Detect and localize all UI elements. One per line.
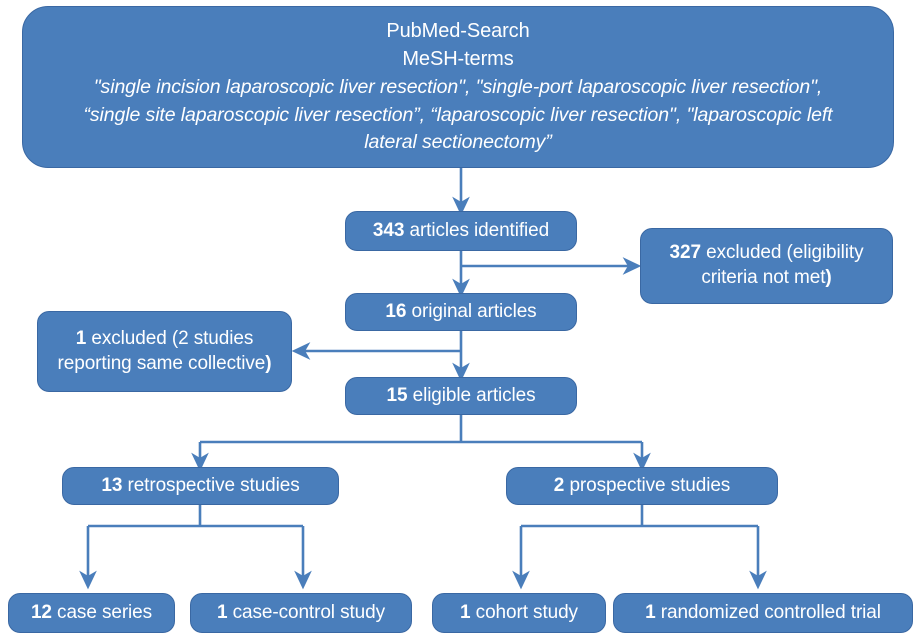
search-line-1: PubMed-Search bbox=[386, 20, 530, 43]
retrospective-label: retrospective studies bbox=[122, 475, 300, 497]
prospective-count: 2 bbox=[553, 475, 565, 497]
node-prospective-studies[interactable]: 2 prospective studies bbox=[506, 467, 778, 505]
node-case-control-study[interactable]: 1 case-control study bbox=[190, 593, 412, 633]
case-control-count: 1 bbox=[216, 602, 228, 624]
node-excluded-duplicate[interactable]: 1 excluded (2 studies reporting same col… bbox=[37, 311, 292, 392]
cohort-count: 1 bbox=[460, 602, 471, 624]
node-original-articles[interactable]: 16 original articles bbox=[345, 293, 577, 331]
excluded-duplicate-label: excluded (2 studies reporting same colle… bbox=[57, 327, 266, 374]
excluded-duplicate-count: 1 bbox=[75, 327, 87, 349]
articles-identified-label: articles identified bbox=[404, 220, 550, 242]
node-randomized-controlled-trial[interactable]: 1 randomized controlled trial bbox=[613, 593, 913, 633]
case-series-label: case series bbox=[51, 602, 153, 624]
node-articles-identified[interactable]: 343 articles identified bbox=[345, 211, 577, 251]
node-pubmed-search[interactable]: PubMed-Search MeSH-terms "single incisio… bbox=[22, 6, 894, 168]
search-line-4: “single site laparoscopic liver resectio… bbox=[83, 103, 833, 126]
rct-label: randomized controlled trial bbox=[655, 602, 881, 624]
node-case-series[interactable]: 12 case series bbox=[8, 593, 175, 633]
search-line-3: "single incision laparoscopic liver rese… bbox=[93, 75, 823, 98]
node-retrospective-studies[interactable]: 13 retrospective studies bbox=[62, 467, 339, 505]
node-eligible-articles[interactable]: 15 eligible articles bbox=[345, 377, 577, 415]
excluded-eligibility-tail: ) bbox=[825, 267, 832, 288]
excluded-eligibility-label: excluded (eligibility criteria not met bbox=[700, 242, 864, 288]
retrospective-count: 13 bbox=[101, 475, 123, 497]
eligible-articles-count: 15 bbox=[386, 385, 408, 407]
articles-identified-count: 343 bbox=[372, 220, 405, 242]
eligible-articles-label: eligible articles bbox=[407, 385, 536, 407]
case-series-count: 12 bbox=[30, 602, 52, 624]
original-articles-count: 16 bbox=[385, 301, 407, 323]
search-line-2: MeSH-terms bbox=[402, 48, 514, 71]
excluded-eligibility-count: 327 bbox=[669, 242, 702, 264]
excluded-duplicate-tail: ) bbox=[265, 352, 272, 374]
prospective-label: prospective studies bbox=[564, 475, 731, 497]
cohort-label: cohort study bbox=[470, 602, 578, 624]
rct-count: 1 bbox=[645, 602, 656, 624]
node-cohort-study[interactable]: 1 cohort study bbox=[432, 593, 606, 633]
case-control-label: case-control study bbox=[227, 602, 386, 624]
node-excluded-eligibility[interactable]: 327 excluded (eligibility criteria not m… bbox=[640, 228, 893, 304]
original-articles-label: original articles bbox=[406, 301, 537, 323]
search-line-5: lateral sectionectomy” bbox=[364, 131, 552, 154]
